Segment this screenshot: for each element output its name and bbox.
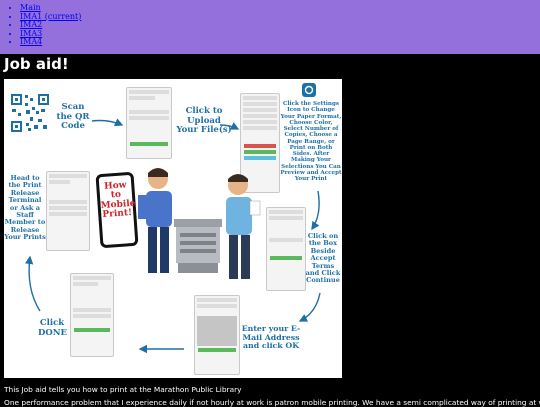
nav-item-ima1: IMA1 (current) — [20, 11, 540, 22]
body-paragraph: One performance problem that I experienc… — [4, 398, 540, 407]
step-scan-qr: Scan the QR Code — [56, 102, 90, 132]
phone-screenshot-settings — [240, 93, 280, 193]
job-aid-poster: Scan the QR Code Click to Upload Your Fi… — [4, 79, 342, 378]
arrow-terms-to-email — [298, 292, 321, 322]
poster-caption: This Job aid tells you how to print at t… — [4, 385, 242, 394]
settings-icon — [302, 83, 316, 97]
step-accept-terms: Click on the Box Beside Accept Terms and… — [305, 232, 341, 285]
page-title: Job aid! — [4, 55, 69, 73]
nav-link-main[interactable]: Main — [20, 3, 41, 12]
step-enter-email: Enter your E-Mail Address and click OK — [241, 324, 301, 351]
qr-code-icon — [10, 93, 50, 133]
step-click-done: Click DONE — [38, 318, 68, 338]
phone-screenshot-terms — [266, 207, 306, 291]
top-nav: Main IMA1 (current) IMA2 IMA3 IMA4 — [0, 0, 540, 54]
nav-list: Main IMA1 (current) IMA2 IMA3 IMA4 — [0, 0, 540, 47]
step-release-prints: Head to the Print Release Terminal or As… — [4, 174, 46, 241]
phone-screenshot-release — [46, 171, 90, 251]
nav-item-ima4: IMA4 — [20, 38, 540, 47]
step-upload-files: Click to Upload Your File(s) — [176, 106, 232, 136]
nav-item-main: Main — [20, 3, 540, 13]
nav-link-ima2[interactable]: IMA2 — [20, 20, 43, 30]
nav-item-ima3: IMA3 — [20, 28, 540, 39]
nav-link-ima4[interactable]: IMA4 — [20, 37, 43, 47]
people-printer-illustration — [138, 168, 261, 279]
arrow-scan-to-upload — [91, 118, 124, 127]
arrow-upload-to-settings — [219, 122, 240, 130]
arrow-settings-to-terms — [311, 190, 320, 231]
phone-screenshot-email — [194, 295, 240, 375]
nav-link-ima1[interactable]: IMA1 (current) — [20, 11, 82, 21]
phone-screenshot-upload — [126, 87, 172, 159]
nav-link-ima3[interactable]: IMA3 — [20, 28, 43, 38]
arrow-done-to-release — [24, 255, 41, 312]
step-settings: Click the Settings Icon to Change Your P… — [280, 101, 342, 182]
phone-screenshot-done — [70, 273, 114, 357]
nav-item-ima2: IMA2 — [20, 20, 540, 30]
flow-arrows — [24, 118, 321, 354]
